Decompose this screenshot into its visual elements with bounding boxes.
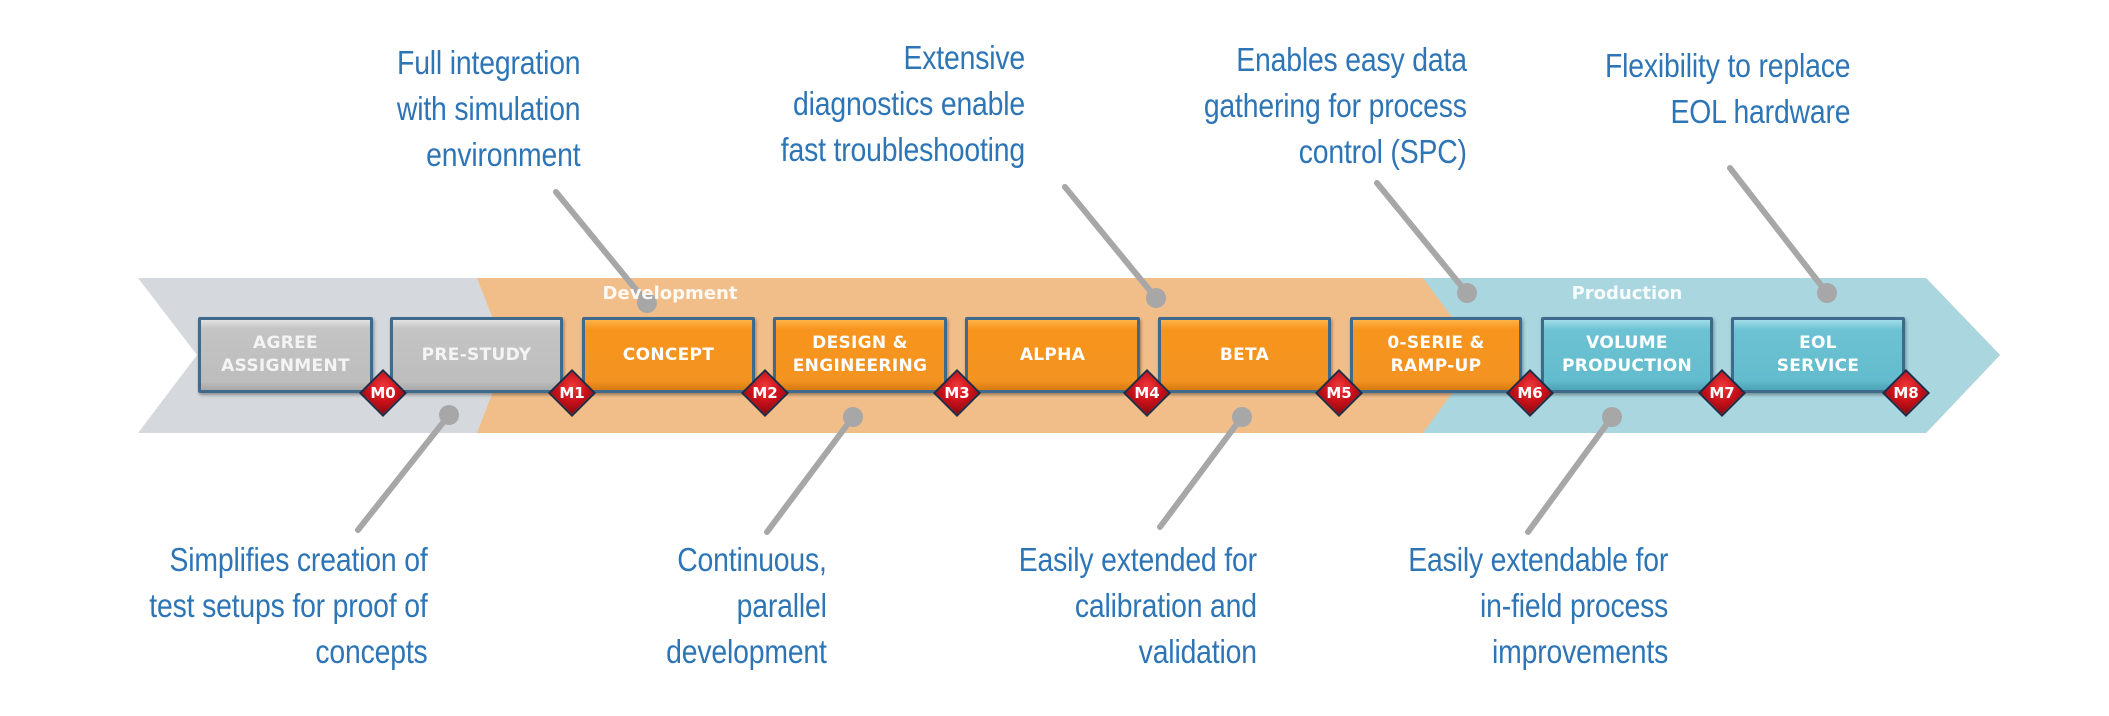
callout-line: control (SPC) (1298, 133, 1467, 170)
milestone-label: M2 (752, 384, 778, 402)
step-label: ENGINEERING (792, 356, 928, 376)
connector-line (355, 412, 452, 533)
step-label: BETA (1219, 344, 1270, 365)
step-label: 0-SERIE & (1387, 333, 1485, 353)
callout-line: Flexibility to replace (1604, 47, 1851, 84)
connector-line (764, 414, 856, 535)
connector-dot (1232, 407, 1252, 427)
step-label: VOLUME (1586, 333, 1668, 353)
milestone-label: M8 (1893, 384, 1919, 402)
step-0-serie-ramp-up: 0-SERIE & RAMP-UP (1350, 317, 1522, 393)
callout-diagnostics: Extensive diagnostics enable fast troubl… (781, 35, 1025, 173)
milestone-label: M3 (944, 384, 970, 402)
connectors-bottom (355, 405, 1622, 535)
connector-line (1157, 414, 1245, 530)
milestone-label: M7 (1709, 384, 1735, 402)
callout-line: validation (1138, 633, 1257, 670)
callout-line: Extensive (903, 39, 1025, 76)
callout-in-field-improvements: Easily extendable for in-field process i… (1408, 537, 1668, 675)
callout-line: environment (425, 136, 580, 173)
step-design-engineering: DESIGN & ENGINEERING (773, 317, 947, 393)
callout-line: Simplifies creation of (169, 541, 428, 578)
step-beta: BETA (1158, 317, 1331, 393)
connector-dot (637, 293, 657, 313)
step-pre-study: PRE-STUDY (390, 317, 563, 393)
step-alpha: ALPHA (965, 317, 1140, 393)
callout-calibration-validation: Easily extended for calibration and vali… (1019, 537, 1257, 675)
phase-label-production: Production (1571, 283, 1683, 304)
step-volume-production: VOLUME PRODUCTION (1541, 317, 1713, 393)
step-label: AGREE (253, 333, 318, 353)
connector-dot (1602, 407, 1622, 427)
callout-line: development (666, 633, 827, 670)
connector-dot (1457, 283, 1477, 303)
connector-dot (1146, 288, 1166, 308)
milestone-label: M5 (1326, 384, 1352, 402)
callout-line: with simulation (396, 90, 580, 127)
callout-line: fast troubleshooting (780, 131, 1025, 168)
milestone-label: M1 (559, 384, 585, 402)
callout-test-setups: Simplifies creation of test setups for p… (150, 537, 428, 675)
step-concept: CONCEPT (582, 317, 755, 393)
step-eol-service: EOL SERVICE (1731, 317, 1905, 393)
callout-line: Easily extendable for (1408, 541, 1668, 578)
callout-line: EOL hardware (1670, 93, 1850, 130)
callout-line: gathering for process (1204, 87, 1467, 124)
callout-line: test setups for proof of (149, 587, 428, 624)
step-label: DESIGN & (812, 333, 908, 353)
callout-line: Full integration (396, 44, 581, 81)
step-label: ASSIGNMENT (221, 356, 350, 376)
callout-line: calibration and (1074, 587, 1257, 624)
step-label: PRODUCTION (1562, 356, 1692, 376)
phase-label-development: Development (602, 283, 738, 304)
connector-line (553, 189, 650, 306)
step-label: EOL (1799, 333, 1837, 353)
callout-line: diagnostics enable (793, 85, 1025, 122)
callout-eol-hardware: Flexibility to replace EOL hardware (1604, 43, 1851, 135)
connector-line (1525, 414, 1615, 535)
connector-line (1727, 165, 1830, 296)
callout-simulation-integration: Full integration with simulation environ… (396, 40, 580, 178)
callout-line: improvements (1491, 633, 1668, 670)
milestone-label: M4 (1134, 384, 1160, 402)
step-label: CONCEPT (622, 344, 715, 365)
step-label: PRE-STUDY (421, 344, 532, 365)
step-agree-assignment: AGREE ASSIGNMENT (198, 317, 373, 393)
connector-dot (439, 405, 459, 425)
callout-line: Enables easy data (1236, 41, 1467, 78)
callout-line: Continuous, (677, 541, 827, 578)
step-label: ALPHA (1019, 344, 1086, 365)
step-label: RAMP-UP (1390, 356, 1482, 376)
callout-line: parallel (736, 587, 827, 624)
milestone-label: M0 (370, 384, 396, 402)
milestone-label: M6 (1517, 384, 1543, 402)
callout-line: Easily extended for (1018, 541, 1257, 578)
connector-line (1374, 180, 1470, 296)
callout-line: concepts (315, 633, 428, 670)
connector-dot (1817, 283, 1837, 303)
step-label: SERVICE (1776, 356, 1860, 376)
connector-line (1062, 184, 1159, 301)
callout-parallel-development: Continuous, parallel development (666, 537, 827, 675)
connectors-top (553, 165, 1837, 313)
callout-spc-data: Enables easy data gathering for process … (1204, 37, 1467, 175)
connector-dot (843, 407, 863, 427)
callout-line: in-field process (1479, 587, 1668, 624)
